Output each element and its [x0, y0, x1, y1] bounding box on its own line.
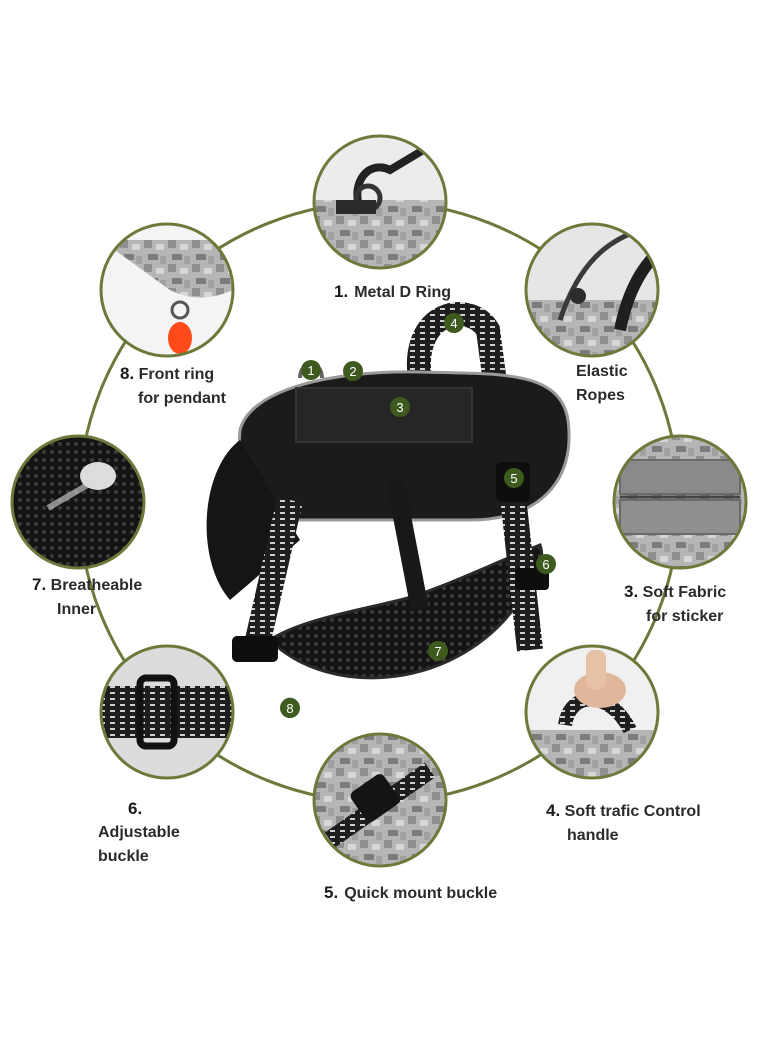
svg-text:3: 3: [396, 400, 403, 415]
velcro-fabric-icon: [614, 436, 746, 568]
metal-d-ring-thumbnail: [312, 134, 448, 270]
callout-line: Adjustable: [98, 824, 180, 841]
callout-metal-d-ring: 1. Metal D Ring: [334, 280, 451, 305]
callout-line: Quick mount buckle: [344, 885, 498, 902]
badge-8: 8: [280, 698, 300, 718]
elastic-ropes-thumbnail: [524, 222, 660, 358]
callout-quick-buckle: 5. Quick mount buckle: [324, 881, 497, 906]
mesh-icon: [12, 436, 144, 568]
callout-line: Elastic: [576, 363, 628, 380]
breathable-inner-thumbnail: [10, 434, 146, 570]
quick-buckle-thumbnail: [312, 732, 448, 868]
callout-line: Soft Fabric: [642, 584, 727, 601]
buckle-icon: [314, 734, 446, 866]
callout-line: buckle: [98, 848, 149, 865]
callout-line: Breatheable: [50, 577, 143, 594]
left-strap: [245, 497, 303, 643]
callout-number: 6.: [128, 799, 143, 818]
svg-text:1: 1: [307, 363, 314, 378]
adjust-buckle-right: [515, 568, 549, 590]
callout-soft-fabric: 3. Soft Fabric for sticker: [624, 580, 726, 629]
callout-handle: 4. Soft trafic Control handle: [546, 799, 701, 848]
callout-line: for sticker: [646, 608, 724, 625]
callout-number: 5.: [324, 883, 339, 902]
badge-2: 2: [343, 361, 363, 381]
callout-number: 1.: [334, 282, 349, 301]
callout-line: handle: [567, 827, 619, 844]
badge-5: 5: [504, 468, 524, 488]
badge-markers: 1 2 3 4 5 6 7 8: [280, 313, 556, 718]
badge-3: 3: [390, 397, 410, 417]
callout-elastic-ropes: Elastic Ropes: [576, 360, 628, 408]
callout-line: for pendant: [138, 390, 226, 407]
badge-6: 6: [536, 554, 556, 574]
chest-plate: [267, 543, 544, 680]
svg-text:7: 7: [434, 644, 441, 659]
badge-1: 1: [301, 360, 321, 380]
callout-line: Front ring: [138, 366, 215, 383]
callout-line: Metal D Ring: [354, 284, 452, 301]
callout-adjustable-buckle: 6. Adjustable buckle: [98, 797, 180, 869]
callout-number: 4.: [546, 801, 561, 820]
badge-4: 4: [444, 313, 464, 333]
d-ring-clip-icon: [336, 136, 443, 214]
callout-front-ring: 8. Front ring for pendant: [120, 362, 226, 411]
velcro-patch: [295, 387, 473, 443]
adjust-buckle-left: [232, 636, 278, 662]
slider-buckle-icon: [101, 674, 233, 750]
soft-fabric-thumbnail: [612, 434, 748, 570]
callout-line: Soft trafic Control: [564, 803, 701, 820]
handle-thumbnail: [524, 644, 660, 780]
svg-text:2: 2: [349, 364, 356, 379]
callout-breathable-inner: 7. Breatheable Inner: [32, 573, 142, 622]
callout-line: Ropes: [576, 387, 625, 404]
pendant-icon: [101, 240, 233, 354]
badge-7: 7: [428, 641, 448, 661]
svg-text:5: 5: [510, 471, 517, 486]
callout-number: 3.: [624, 582, 639, 601]
harness-illustration: [206, 302, 571, 715]
front-ring-thumbnail: [99, 222, 235, 358]
svg-text:8: 8: [286, 701, 293, 716]
callout-line: Inner: [57, 601, 97, 618]
inner-strap: [386, 478, 429, 612]
callout-number: 8.: [120, 364, 135, 383]
svg-text:4: 4: [450, 316, 457, 331]
svg-text:6: 6: [542, 557, 549, 572]
callout-number: 7.: [32, 575, 47, 594]
adjustable-buckle-thumbnail: [99, 644, 235, 780]
